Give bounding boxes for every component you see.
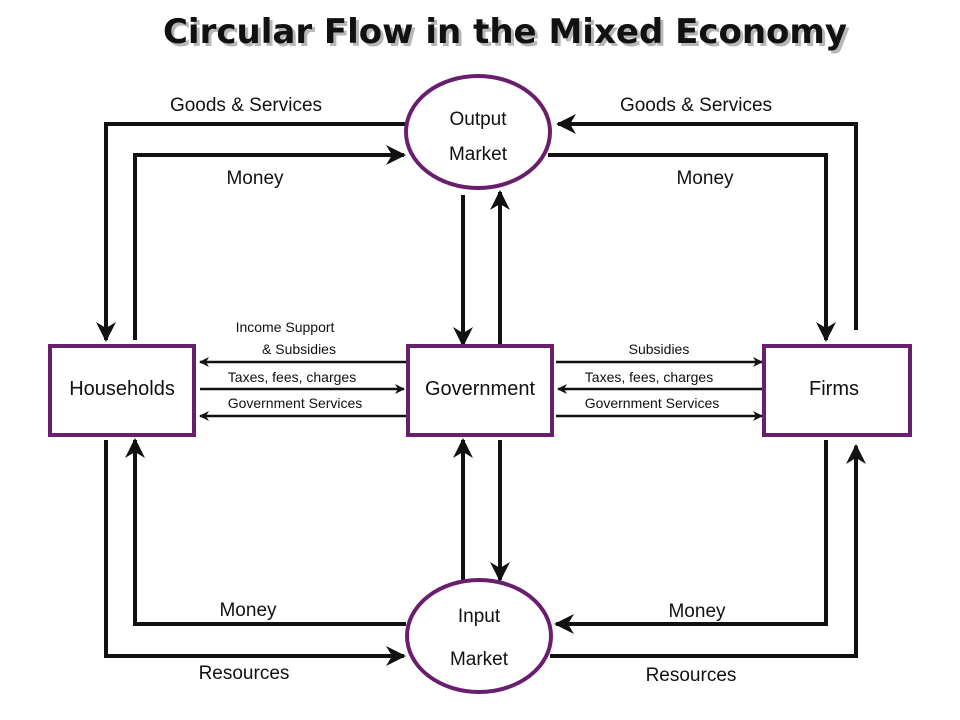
label-taxes-left: Taxes, fees, charges [228,369,356,385]
households-label: Households [69,378,175,400]
arrow-goods-from-firms [556,114,858,330]
label-gov-services-left: Government Services [228,395,363,411]
title-text: Circular Flow in the Mixed Economy [163,12,847,52]
arrow-resources-to-input-market [104,440,406,666]
output-market-line2: Market [449,144,508,165]
arrow-goods-to-households [96,122,406,342]
arrow-money-to-households [125,438,406,626]
government-box: Government [406,344,554,437]
output-market-line1: Output [449,109,507,130]
label-gov-services-right: Government Services [585,395,720,411]
title-shadow: Circular Flow in the Mixed Economy [166,15,850,55]
output-market-ellipse: Output Market [404,74,552,190]
firms-box: Firms [762,344,912,437]
label-goods-services-left: Goods & Services [170,95,322,116]
label-money-top-left: Money [226,168,284,189]
label-resources-right: Resources [646,665,737,686]
label-resources-left: Resources [199,663,290,684]
label-money-top-right: Money [676,168,734,189]
page-title: Circular Flow in the Mixed Economy Circu… [163,12,850,55]
label-income-support-line2: & Subsidies [262,341,336,357]
households-box: Households [48,344,196,437]
input-market-line1: Input [458,606,501,627]
input-market-ellipse: Input Market [405,578,553,694]
arrow-money-to-output-market [133,145,406,340]
label-income-support-line1: Income Support [236,319,335,335]
arrow-money-to-firms [548,153,836,342]
label-money-bottom-right: Money [668,601,726,622]
firms-label: Firms [809,378,859,400]
arrow-money-to-input-market [554,440,828,634]
label-taxes-right: Taxes, fees, charges [585,369,713,385]
input-market-line2: Market [450,649,509,670]
label-money-bottom-left: Money [219,600,277,621]
arrow-resources-to-firms [550,444,866,658]
label-subsidies-right: Subsidies [629,341,690,357]
government-label: Government [425,378,535,400]
label-goods-services-right: Goods & Services [620,95,772,116]
